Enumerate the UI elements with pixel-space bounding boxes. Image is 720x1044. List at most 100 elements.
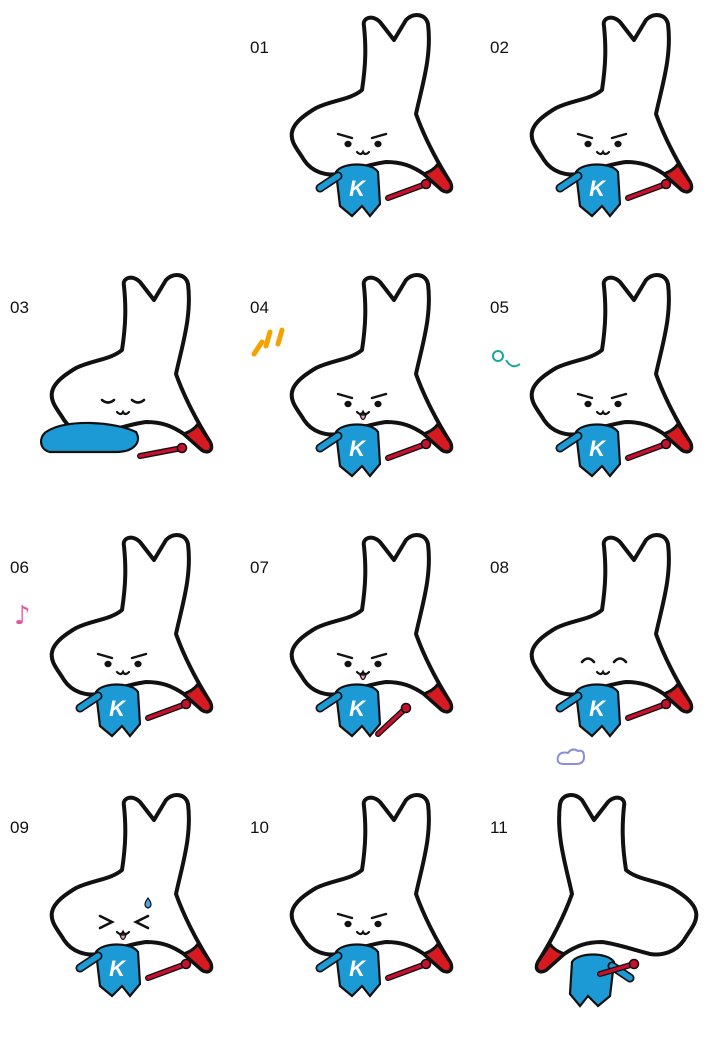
pose-number: 09 xyxy=(10,818,29,837)
mouth xyxy=(355,929,371,936)
mascot-body xyxy=(529,533,694,714)
suit-arm-left-fill xyxy=(557,173,581,191)
eye-right xyxy=(374,920,382,928)
suit-arm-left-fill xyxy=(557,693,581,711)
eye-right xyxy=(614,140,622,148)
brow-right xyxy=(370,912,388,920)
mouth xyxy=(115,929,131,936)
brow-right xyxy=(610,132,628,140)
red-tip xyxy=(422,682,453,714)
blue-suit: K xyxy=(315,423,382,478)
arrow-head xyxy=(660,698,672,710)
mascot-body xyxy=(49,793,214,974)
effect-layer xyxy=(556,748,586,765)
eye-left xyxy=(344,400,352,408)
arrow-head xyxy=(628,958,640,970)
red-tip xyxy=(662,682,693,714)
red-arrow xyxy=(146,702,188,720)
suit-letter: K xyxy=(349,176,367,201)
mouth xyxy=(355,409,371,416)
eye-left xyxy=(100,398,116,404)
mascot-group: K xyxy=(529,13,694,218)
mascot-figure: K xyxy=(529,13,694,218)
pose-number: 10 xyxy=(250,818,269,837)
mouth xyxy=(595,409,611,416)
red-arrow xyxy=(626,182,668,200)
blue-suit: K xyxy=(555,683,622,738)
blue-suit: K xyxy=(315,683,382,738)
red-tip xyxy=(535,942,566,974)
suit-letter: K xyxy=(589,176,607,201)
brow-left xyxy=(336,912,354,920)
eye-right xyxy=(374,660,382,668)
mascot-figure: K xyxy=(492,273,694,478)
red-tip xyxy=(182,682,213,714)
mascot-body xyxy=(289,273,454,454)
mascot-figure: K xyxy=(289,13,454,218)
eye-right xyxy=(374,400,382,408)
brow-right xyxy=(610,392,628,400)
mascot-group: K xyxy=(529,533,694,738)
red-tip xyxy=(182,942,213,974)
mascot-group: K xyxy=(289,13,454,218)
blue-suit xyxy=(568,953,635,1008)
pose-number: 06 xyxy=(10,558,29,577)
red-arrow xyxy=(626,442,668,460)
eye-left xyxy=(344,660,352,668)
mascot-figure: K xyxy=(289,533,454,738)
eye-right xyxy=(130,398,146,404)
suit-arm-left-fill xyxy=(77,693,101,711)
burst-line-2 xyxy=(275,327,285,347)
arrow-head xyxy=(420,958,432,970)
suit-body xyxy=(574,163,622,218)
arrow-head xyxy=(180,698,192,710)
mascot-group: K xyxy=(49,533,214,738)
suit-body xyxy=(334,163,382,218)
suit-letter: K xyxy=(589,436,607,461)
suit-arm-left-fill xyxy=(317,173,341,191)
effect-layer xyxy=(144,896,152,909)
mascot-group: K xyxy=(289,793,454,998)
mascot-group: K xyxy=(289,533,454,738)
suit-letter: K xyxy=(349,956,367,981)
mascot-group: K xyxy=(529,273,694,478)
mascot-body xyxy=(49,533,214,714)
suit-body xyxy=(94,943,142,998)
eye-left xyxy=(344,140,352,148)
blue-suit: K xyxy=(315,163,382,218)
suit-arm-left-fill xyxy=(77,953,101,971)
arrow-head xyxy=(420,438,432,450)
suit-body xyxy=(94,683,142,738)
brow-right xyxy=(370,392,388,400)
effect-layer xyxy=(251,327,285,357)
brow-right xyxy=(370,132,388,140)
mascot-figure: K xyxy=(49,793,214,998)
suit-letter: K xyxy=(349,436,367,461)
eye-left xyxy=(98,914,115,930)
sweat-drop-icon xyxy=(144,896,152,909)
arrow-head xyxy=(180,958,192,970)
mascot-figure xyxy=(40,273,214,459)
brow-left xyxy=(576,132,594,140)
mouth xyxy=(595,669,611,676)
red-arrow xyxy=(138,446,184,458)
sticker-cell: 11 xyxy=(480,784,720,1044)
red-arrow xyxy=(146,962,188,980)
tongue xyxy=(119,934,127,941)
mascot-group xyxy=(534,793,699,1008)
suit-letter: K xyxy=(109,956,127,981)
eye-right xyxy=(612,657,628,664)
eye-left xyxy=(344,920,352,928)
suit-letter: K xyxy=(589,696,607,721)
pose-number: 05 xyxy=(490,298,509,317)
brow-left xyxy=(336,132,354,140)
puff-icon xyxy=(556,748,586,765)
blue-suit: K xyxy=(75,943,142,998)
pose-number: 01 xyxy=(250,38,269,57)
suit-body xyxy=(574,683,622,738)
blue-suit xyxy=(40,421,140,454)
pose-number: 02 xyxy=(490,38,509,57)
